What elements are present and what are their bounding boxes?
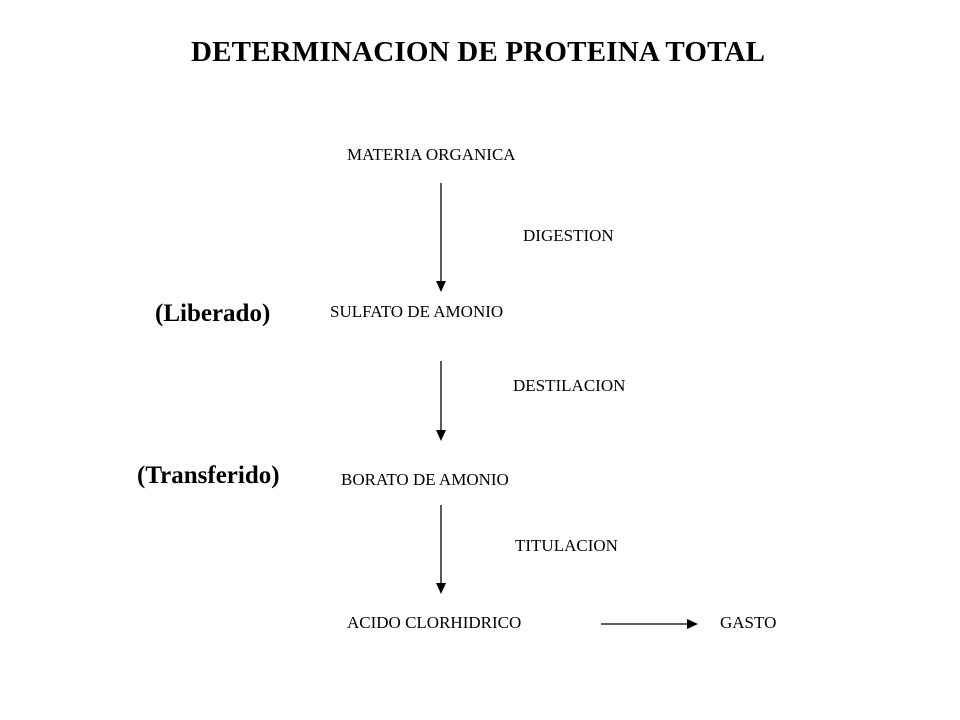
node-acido-clorhidrico: ACIDO CLORHIDRICO [347, 613, 522, 632]
node-gasto: GASTO [720, 613, 777, 632]
step-titulacion: TITULACION [515, 536, 618, 555]
arrow-gasto [601, 619, 698, 629]
page-title: DETERMINACION DE PROTEINA TOTAL [191, 36, 766, 68]
arrow-titulacion [436, 505, 446, 594]
step-destilacion: DESTILACION [513, 376, 626, 395]
node-borato-de-amonio: BORATO DE AMONIO [341, 470, 509, 489]
arrow-destilacion [436, 361, 446, 441]
side-label-transferido: (Transferido) [137, 462, 280, 489]
arrow-digestion [436, 183, 446, 292]
side-label-liberado: (Liberado) [155, 300, 271, 327]
step-digestion: DIGESTION [523, 226, 614, 245]
node-sulfato-de-amonio: SULFATO DE AMONIO [330, 302, 504, 321]
node-materia-organica: MATERIA ORGANICA [347, 145, 516, 164]
